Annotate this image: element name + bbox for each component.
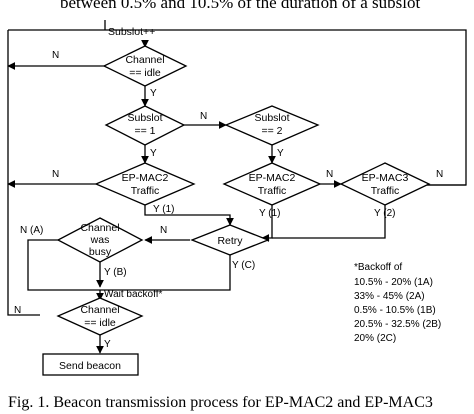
node-send-beacon: Send beacon	[42, 353, 139, 376]
edge-top-line	[8, 29, 467, 186]
label-n-epmac2-right: N	[326, 169, 333, 180]
backoff-note-row-5: 20% (2C)	[354, 333, 396, 344]
label-y1-epmac2-left: Y (1)	[153, 204, 175, 215]
label-na-channel-busy: N (A)	[20, 225, 43, 236]
node-channel-was-busy: Channel was busy	[56, 217, 144, 263]
wait-backoff-label: Wait backoff*	[104, 289, 162, 300]
node-ep-mac2-right-line2: Traffic	[258, 185, 287, 197]
figure-caption: Fig. 1. Beacon transmission process for …	[8, 394, 433, 411]
node-channel-was-busy-line1: Channel	[80, 222, 119, 234]
label-y-channel-idle-1: Y	[150, 88, 157, 99]
edge-epmac2-left-y	[144, 205, 234, 226]
label-yb-channel-busy: Y (B)	[104, 267, 127, 278]
label-yc-retry: Y (C)	[232, 260, 255, 271]
edge-retry-yc	[100, 255, 231, 291]
node-channel-was-busy-line2: was	[90, 234, 110, 246]
node-ep-mac2-left-line1: EP-MAC2	[122, 172, 169, 184]
edge-epmac3-y	[272, 205, 386, 239]
node-subslot-eq-1-line2: == 1	[134, 125, 155, 137]
label-y2-epmac3: Y (2)	[374, 208, 396, 219]
node-retry: Retry	[190, 224, 270, 256]
backoff-note-row-1: 10.5% - 20% (1A)	[354, 277, 433, 288]
node-ep-mac2-left-line2: Traffic	[131, 185, 160, 197]
node-channel-idle-2-line1: Channel	[80, 304, 119, 316]
edge-labels: N Y N Y Y N N N Y (1) Y (1) Y (2) N N (A…	[14, 50, 443, 350]
label-n-epmac2-left: N	[52, 169, 59, 180]
node-subslot-eq-2: Subslot == 2	[224, 105, 320, 146]
node-ep-mac2-left: EP-MAC2 Traffic	[94, 162, 196, 206]
node-subslot-eq-1-line1: Subslot	[127, 112, 162, 124]
label-n-channel-idle-2: N	[14, 305, 21, 316]
node-channel-idle-2: Channel == idle	[56, 297, 144, 336]
node-subslot-increment: Subslot++	[108, 26, 155, 38]
node-channel-was-busy-line3: busy	[89, 246, 112, 258]
node-ep-mac3-line2: Traffic	[371, 185, 400, 197]
node-ep-mac2-right-line1: EP-MAC2	[249, 172, 296, 184]
node-ep-mac3-line1: EP-MAC3	[362, 172, 409, 184]
label-y-channel-idle-2: Y	[104, 339, 111, 350]
connectors	[7, 20, 467, 354]
backoff-note-row-2: 33% - 45% (2A)	[354, 291, 425, 302]
node-subslot-eq-2-line1: Subslot	[254, 112, 289, 124]
backoff-note-title: *Backoff of	[354, 262, 402, 273]
node-channel-idle-2-line2: == idle	[84, 317, 116, 329]
label-n-epmac3: N	[436, 169, 443, 180]
label-y-subslot-2: Y	[277, 148, 284, 159]
node-channel-idle-1: Channel == idle	[102, 45, 188, 87]
backoff-note-row-4: 20.5% - 32.5% (2B)	[354, 319, 441, 330]
node-retry-label: Retry	[217, 235, 243, 247]
label-n-channel-idle-1: N	[52, 50, 59, 61]
header-fragment: between 0.5% and 10.5% of the duration o…	[60, 0, 420, 12]
node-subslot-eq-2-line2: == 2	[261, 125, 282, 137]
edge-left-vertical	[7, 30, 40, 316]
node-channel-idle-1-line2: == idle	[129, 67, 161, 79]
node-ep-mac3: EP-MAC3 Traffic	[339, 162, 431, 206]
node-subslot-eq-1: Subslot == 1	[104, 105, 186, 146]
label-y1-epmac2-right: Y (1)	[259, 208, 281, 219]
backoff-note: *Backoff of 10.5% - 20% (1A) 33% - 45% (…	[354, 262, 441, 344]
label-y-subslot-1: Y	[150, 148, 157, 159]
node-ep-mac2-right: EP-MAC2 Traffic	[222, 162, 322, 206]
backoff-note-row-3: 0.5% - 10.5% (1B)	[354, 305, 436, 316]
edge-channel-busy-na	[27, 239, 100, 291]
node-channel-idle-1-line1: Channel	[125, 54, 164, 66]
node-subslot-increment-label: Subslot++	[108, 26, 155, 38]
node-send-beacon-label: Send beacon	[59, 360, 121, 372]
label-n-retry: N	[160, 225, 167, 236]
label-n-subslot-1: N	[200, 111, 207, 122]
